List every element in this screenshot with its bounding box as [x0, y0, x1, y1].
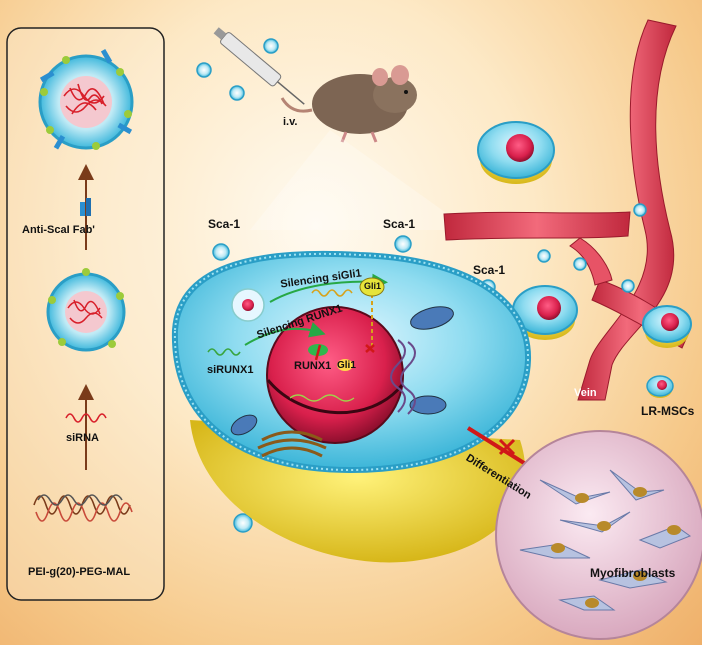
myofibroblasts-panel	[495, 430, 702, 640]
myofibroblasts-label: Myofibroblasts	[590, 566, 676, 580]
fab-fragment-icon	[80, 198, 91, 216]
lr-mscs-label: LR-MSCs	[641, 404, 695, 418]
polymer-label: PEI-g(20)-PEG-MAL	[28, 566, 131, 578]
anti-sca1-fab-label: Anti-ScaI Fab'	[22, 224, 95, 236]
main-cell	[171, 250, 532, 563]
sca1-label-right: Sca-1	[473, 263, 506, 277]
golgi-apparatus	[257, 430, 327, 458]
left-panel	[6, 27, 165, 601]
targeted-nanoparticle-large	[38, 48, 134, 150]
nanoparticles-scattered	[196, 38, 647, 533]
nanoparticle-medium	[46, 268, 126, 352]
sirunx1-label: siRUNX1	[207, 364, 254, 376]
runx1-nucleus-label: RUNX1	[294, 360, 332, 372]
endoplasmic-reticulum	[390, 339, 416, 415]
mitochondria	[230, 306, 454, 436]
sirna-icon	[65, 413, 107, 423]
mouse-icon	[280, 65, 417, 143]
lr-msc-cells	[477, 121, 692, 398]
sca1-label-top: Sca-1	[383, 217, 416, 231]
gli1-nucleus-label: Gli1	[337, 360, 356, 371]
nucleus	[266, 306, 404, 444]
sirna-label: siRNA	[66, 432, 100, 444]
syringe-icon	[213, 27, 305, 105]
sca1-label-left: Sca-1	[208, 217, 241, 231]
vein-label: Vein	[574, 387, 597, 399]
polymer-strands-icon	[33, 494, 133, 522]
iv-route-label: i.v.	[283, 116, 298, 128]
gli1-label: Gli1	[364, 281, 382, 291]
